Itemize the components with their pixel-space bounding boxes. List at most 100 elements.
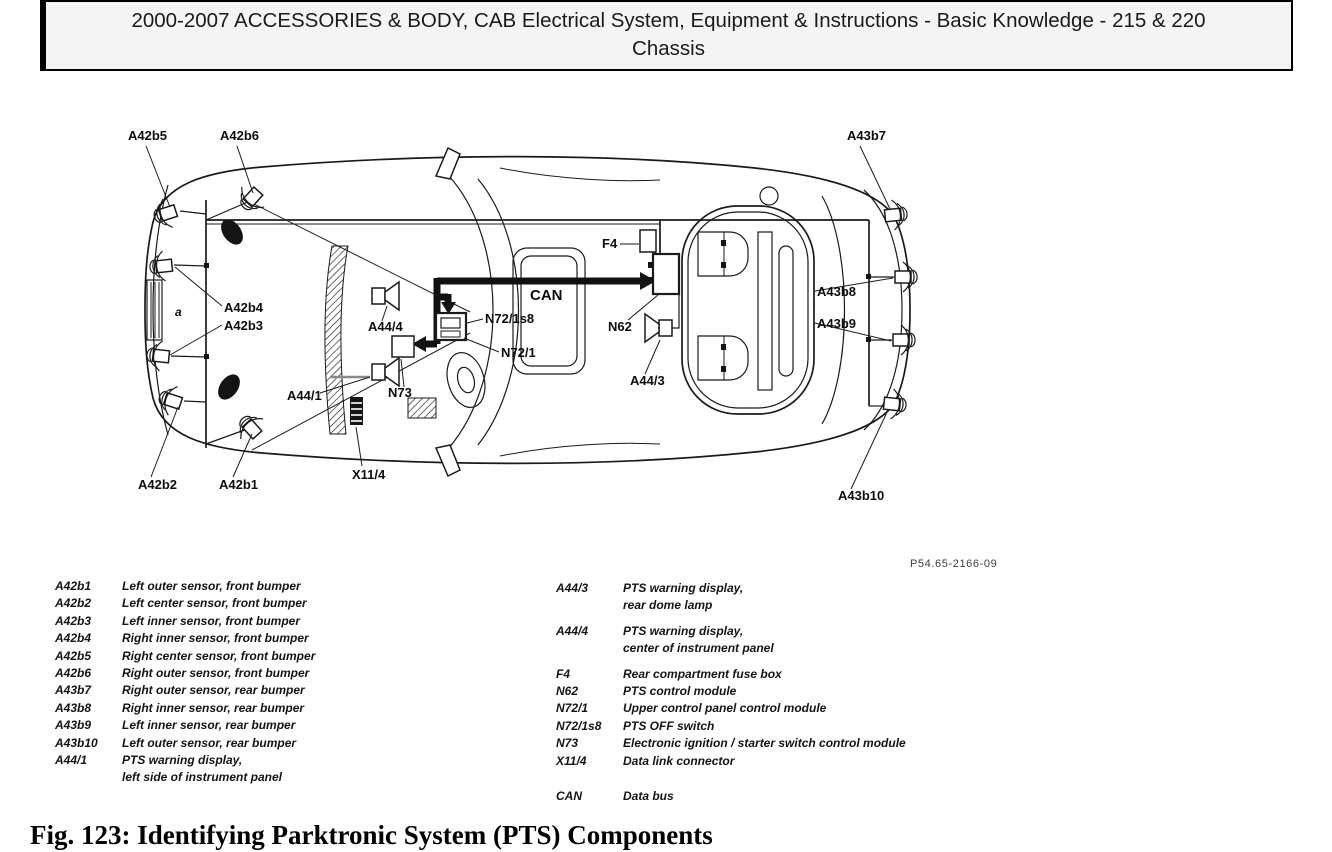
label-x11-4: X11/4 [352, 467, 386, 482]
legend-row: A42b3 Left inner sensor, front bumper [55, 613, 525, 630]
label-a44-3: A44/3 [630, 373, 665, 388]
legend-desc: Right center sensor, front bumper [122, 648, 316, 663]
legend-code: A44/1 [55, 753, 88, 768]
headlight-left [221, 219, 243, 245]
n62-control-module [651, 252, 681, 296]
legend-code: A42b5 [55, 648, 92, 663]
legend-code: A42b1 [55, 579, 92, 593]
can-arrow-down [441, 302, 456, 314]
label-a44-4: A44/4 [368, 319, 403, 334]
sensor-a42b2 [154, 381, 184, 416]
label-n73: N73 [388, 385, 412, 400]
legend-code: N73 [556, 736, 579, 751]
legend-row: A43b7 Right outer sensor, rear bumper [55, 682, 525, 699]
x11-4-connector [350, 397, 363, 425]
legend-code: A43b7 [55, 683, 92, 698]
label-a44-1: A44/1 [287, 388, 322, 403]
label-can: CAN [530, 287, 563, 304]
legend-desc: Data link connector [623, 753, 735, 768]
sensor-a42b3 [144, 339, 171, 372]
legend-code: A42b2 [55, 596, 92, 611]
legend-desc: Electronic ignition / starter switch con… [623, 736, 906, 751]
a44-3-speaker [644, 312, 673, 344]
legend-row: A42b6 Right outer sensor, front bumper [55, 665, 525, 682]
rear-deck [681, 186, 815, 415]
legend-desc: Left inner sensor, rear bumper [122, 718, 296, 733]
legend-code: A43b8 [55, 700, 92, 715]
legend-row: A42b1 Left outer sensor, front bumper [55, 578, 525, 595]
legend-code: A43b10 [55, 735, 98, 750]
sensor-a42b6 [231, 185, 265, 219]
legend-code: A44/3 [556, 581, 589, 595]
f4-fuse-box [639, 229, 657, 253]
label-a43b9: A43b9 [817, 316, 856, 331]
legend-code: A42b6 [55, 666, 92, 681]
label-a42b6: A42b6 [220, 128, 259, 143]
legend-desc: Left outer sensor, front bumper [122, 579, 301, 593]
figure-caption: Fig. 123: Identifying Parktronic System … [30, 820, 713, 850]
n73-eis-module [391, 335, 415, 358]
sensor-a43b7 [883, 198, 910, 231]
page-header-line2: Chassis [632, 37, 705, 60]
legend-desc: PTS warning display,center of instrument… [623, 623, 774, 656]
legend-desc: Left center sensor, front bumper [122, 596, 307, 611]
legend-row: N73 Electronic ignition / starter switch … [556, 735, 1036, 752]
label-n72-1s8: N72/1s8 [485, 311, 534, 326]
diagram-labels: A42b5 A42b6 A43b7 A42b4 A42b3 A43b8 A43b… [128, 128, 997, 570]
side-mirror-bottom [434, 444, 461, 478]
page-header-line1: 2000-2007 ACCESSORIES & BODY, CAB Electr… [131, 9, 1206, 32]
legend-code: A42b4 [55, 631, 92, 646]
pts-sensors [144, 185, 918, 441]
label-grille-a: a [175, 305, 182, 319]
legend-desc: Right outer sensor, rear bumper [122, 683, 305, 698]
legend-code: A42b3 [55, 613, 92, 628]
legend-code: X11/4 [556, 753, 587, 768]
page-header: 2000-2007 ACCESSORIES & BODY, CAB Electr… [40, 0, 1293, 71]
legend-desc: Rear compartment fuse box [623, 666, 782, 681]
legend-desc: Data bus [623, 789, 674, 804]
sensor-a43b9 [892, 324, 916, 356]
label-a42b5: A42b5 [128, 128, 167, 143]
label-a43b10: A43b10 [838, 488, 884, 503]
legend-left-column: A42b1 Left outer sensor, front bumper A42… [55, 578, 525, 787]
label-a42b4: A42b4 [224, 300, 264, 315]
legend-row: A42b2 Left center sensor, front bumper [55, 595, 525, 612]
label-a43b8: A43b8 [817, 284, 856, 299]
legend-row: A43b10 Left outer sensor, rear bumper [55, 735, 525, 752]
label-a42b1: A42b1 [219, 477, 258, 492]
front-grille [146, 279, 163, 341]
car-body-outline [144, 146, 911, 478]
legend-row: A42b5 Right center sensor, front bumper [55, 648, 525, 665]
a44-4-speaker [371, 280, 400, 312]
legend-code: N72/1s8 [556, 718, 602, 733]
sensor-a43b10 [882, 388, 909, 421]
sensor-a43b8 [894, 261, 918, 293]
label-a42b2: A42b2 [138, 477, 177, 492]
sunroof [512, 247, 586, 375]
label-a42b3: A42b3 [224, 318, 263, 333]
sensor-a42b1 [230, 407, 264, 441]
legend-row: F4 Rear compartment fuse box [556, 666, 1036, 683]
fuel-cap [759, 186, 779, 206]
headlight-right [218, 374, 240, 400]
legend-row: A44/3 PTS warning display,rear dome lamp [556, 580, 1036, 615]
part-number: P54.65-2166-09 [910, 558, 997, 570]
legend-desc: PTS warning display,rear dome lamp [623, 581, 744, 613]
leader-lines [145, 145, 894, 490]
legend-desc: Right outer sensor, front bumper [122, 666, 310, 681]
can-arrow-left [412, 336, 426, 352]
legend-code: F4 [556, 666, 571, 681]
sensor-a42b4 [147, 250, 174, 283]
legend-desc: Left inner sensor, front bumper [122, 613, 301, 628]
legend-desc: Left outer sensor, rear bumper [122, 735, 297, 750]
components [350, 229, 681, 425]
a44-1-speaker [371, 356, 400, 388]
legend-desc: PTS OFF switch [623, 718, 715, 733]
